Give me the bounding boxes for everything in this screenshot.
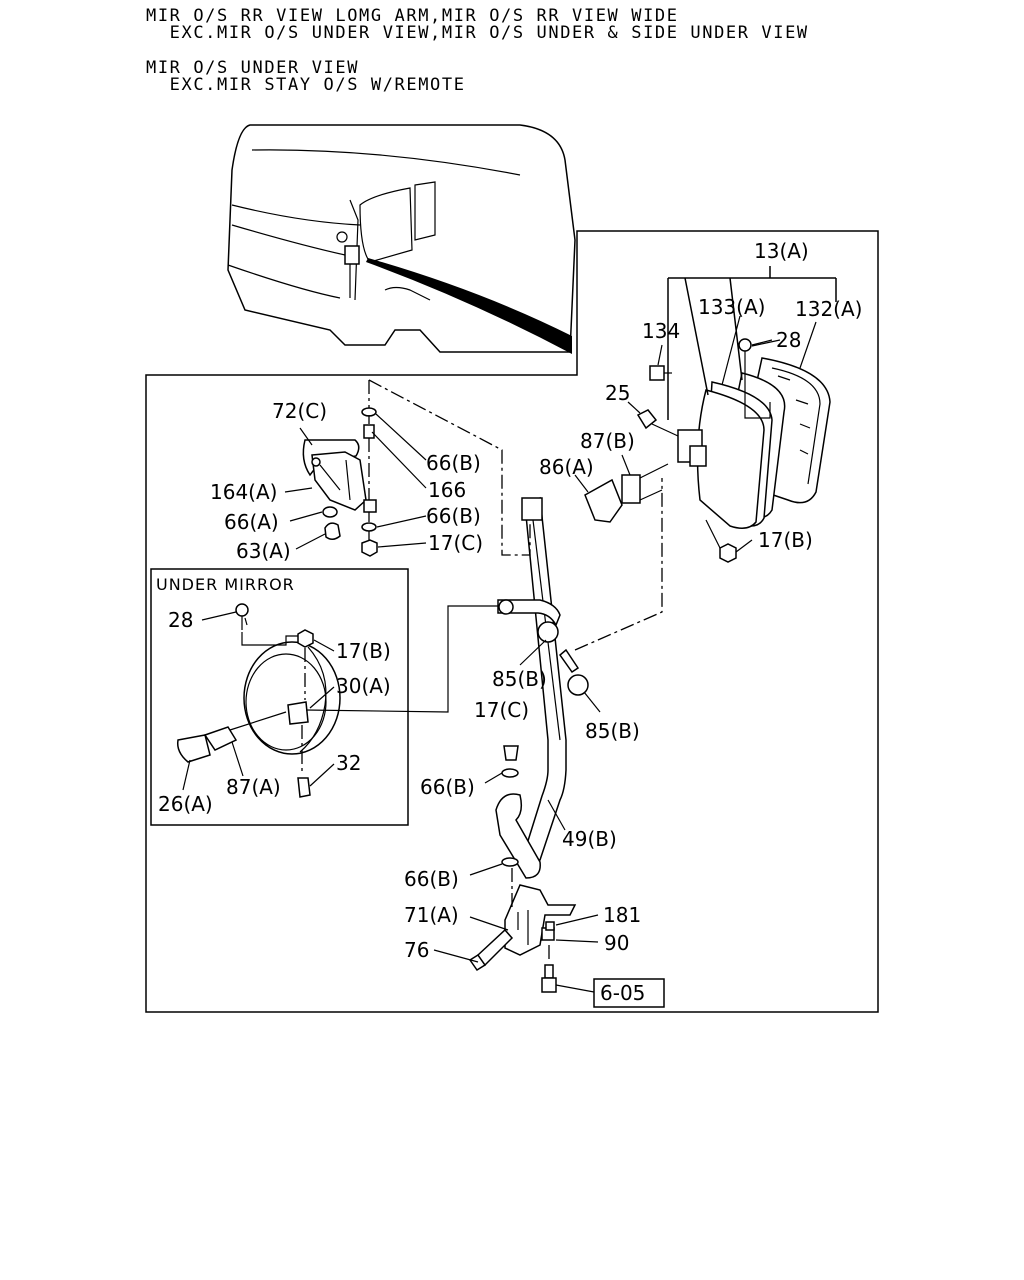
callout-133a: 133(A): [698, 295, 765, 319]
cap-17c-lower: [503, 745, 519, 761]
callout-28-inset: 28: [168, 608, 193, 632]
callout-166: 166: [428, 478, 466, 502]
header-line-1: MIR O/S RR VIEW LOMG ARM,MIR O/S RR VIEW…: [146, 6, 679, 26]
callout-17b-top: 17(B): [758, 528, 813, 552]
callout-30a: 30(A): [336, 674, 391, 698]
callout-63a: 63(A): [236, 539, 291, 563]
nut-17b-top: [705, 519, 737, 563]
inset-title: UNDER MIRROR: [156, 575, 295, 594]
mirror-stay-arm: [495, 496, 589, 879]
under-mirror-inset-frame: [150, 568, 409, 826]
bracket-72c: [302, 439, 377, 513]
truck-cab-illustration: [227, 124, 576, 354]
callout-66a: 66(A): [224, 510, 279, 534]
header-line-3: MIR O/S UNDER VIEW: [146, 58, 360, 78]
callout-49b: 49(B): [562, 827, 617, 851]
callout-28-top: 28: [776, 328, 801, 352]
callout-76: 76: [404, 938, 429, 962]
callout-85b-2: 85(B): [585, 719, 640, 743]
callout-66b-1: 66(B): [426, 451, 481, 475]
callout-164a: 164(A): [210, 480, 277, 504]
callout-13a: 13(A): [754, 239, 809, 263]
diagram-frame: [145, 230, 879, 1013]
callout-32: 32: [336, 751, 361, 775]
callout-71a: 71(A): [404, 903, 459, 927]
callout-17c-2: 17(C): [474, 698, 529, 722]
callout-87a: 87(A): [226, 775, 281, 799]
bracket-71a: [504, 884, 577, 956]
header-line-4: EXC.MIR STAY O/S W/REMOTE: [146, 75, 466, 95]
callout-17b-inset: 17(B): [336, 639, 391, 663]
callout-66b-2: 66(B): [426, 504, 481, 528]
header-line-2: EXC.MIR O/S UNDER VIEW,MIR O/S UNDER & S…: [146, 23, 809, 43]
bolt-lower: [541, 964, 557, 993]
callout-17c-1: 17(C): [428, 531, 483, 555]
callout-87b: 87(B): [580, 429, 635, 453]
callout-86a: 86(A): [539, 455, 594, 479]
under-mirror-assembly: [176, 603, 498, 798]
screw-28-top: [738, 338, 773, 419]
callout-26a: 26(A): [158, 792, 213, 816]
callout-181: 181: [603, 903, 641, 927]
callout-66b-3: 66(B): [420, 775, 475, 799]
screw-25: [636, 409, 679, 437]
callout-134: 134: [642, 319, 680, 343]
cover-86a: [584, 478, 623, 523]
bolt-76: [468, 928, 514, 972]
rear-view-mirror-head: [677, 357, 831, 529]
reference-6-05[interactable]: 6-05: [600, 981, 645, 1005]
callout-25: 25: [605, 381, 630, 405]
callout-132a: 132(A): [795, 297, 862, 321]
reference-box[interactable]: [593, 978, 665, 1008]
callout-85b-1: 85(B): [492, 667, 547, 691]
callout-72c: 72(C): [272, 399, 327, 423]
callout-90: 90: [604, 931, 629, 955]
clamp-87b: [621, 463, 669, 504]
screw-134: [649, 365, 672, 381]
callout-66b-4: 66(B): [404, 867, 459, 891]
